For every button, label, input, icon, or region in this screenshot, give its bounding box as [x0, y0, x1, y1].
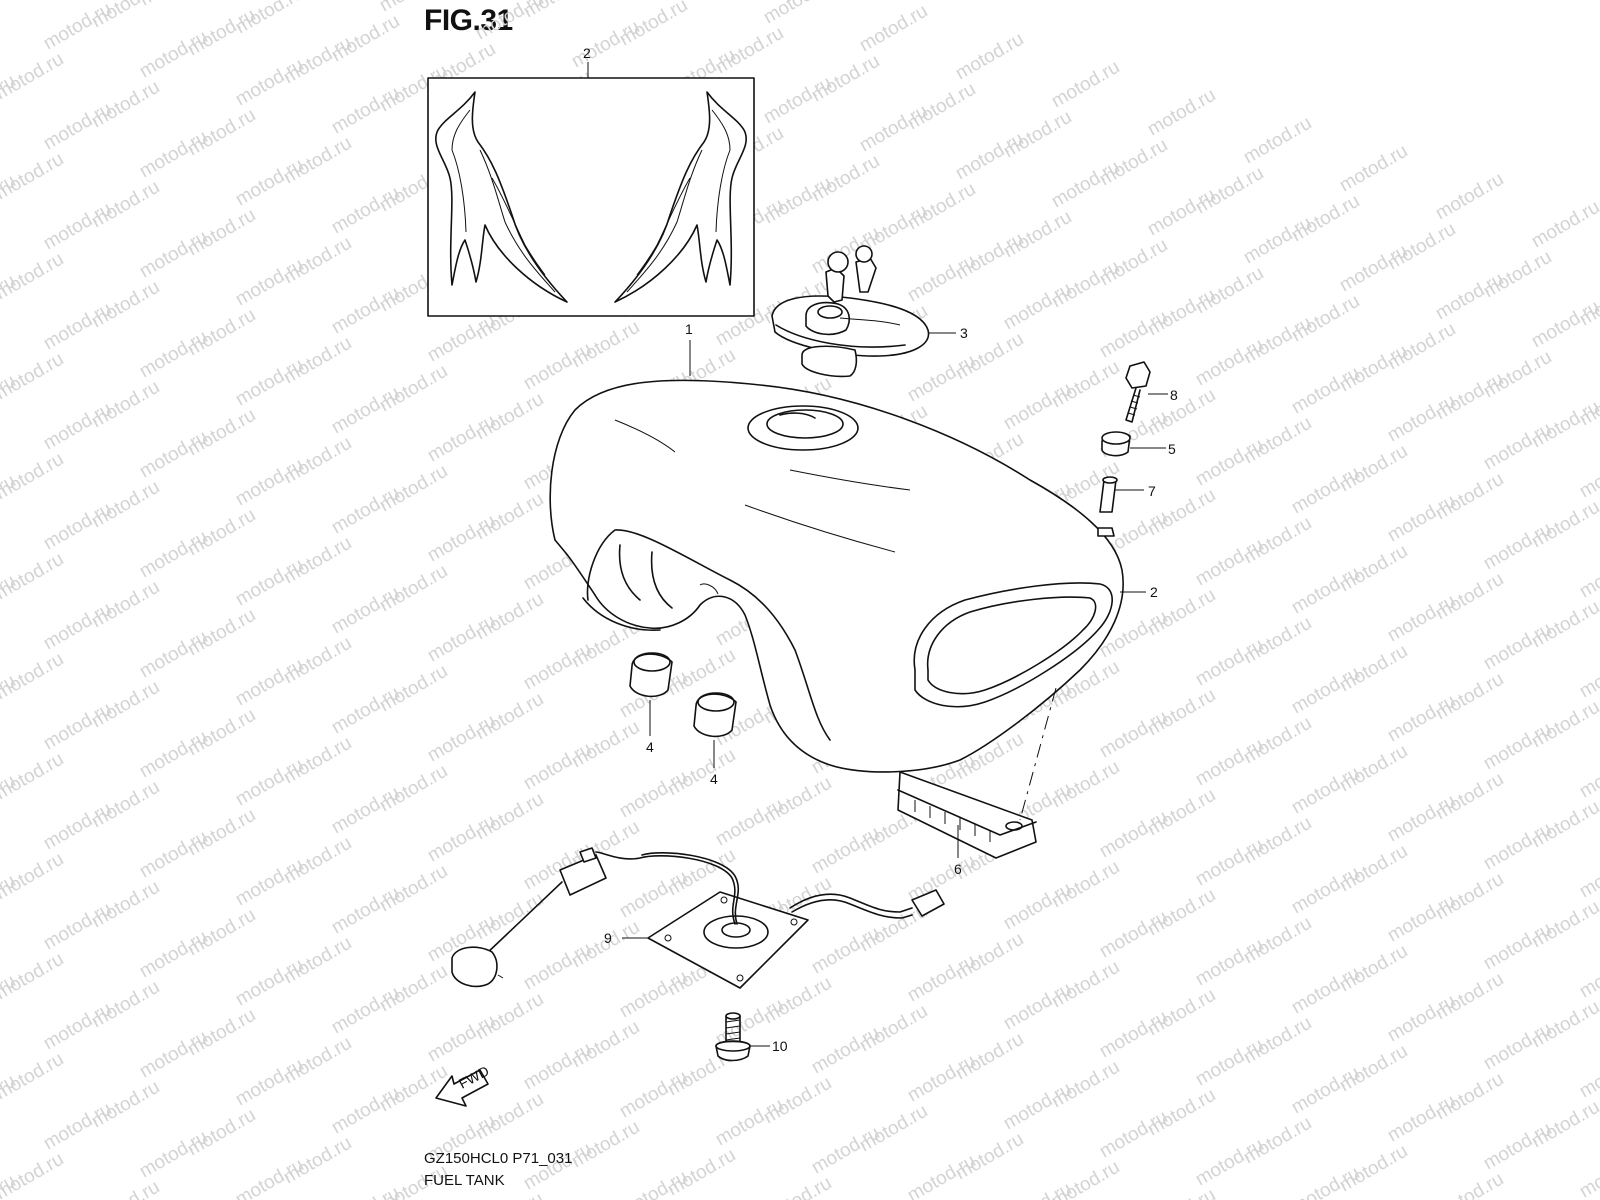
bolt-part[interactable]	[1125, 361, 1151, 423]
fuel-sender-part[interactable]	[451, 847, 945, 989]
figure-title: FIG.31	[424, 4, 513, 37]
watermark-text: motod.ru	[904, 1151, 979, 1200]
watermark-text: motod.ru	[760, 0, 835, 28]
callout-decal-set: 2	[583, 45, 591, 61]
watermark-text: motod.ru	[1528, 197, 1600, 253]
watermark-text: motod.ru	[1144, 1185, 1219, 1200]
watermark-text: motod.ru	[0, 0, 67, 4]
spacer-part[interactable]	[1099, 476, 1118, 513]
rear-cushion-part[interactable]	[897, 771, 1037, 859]
watermark-text: motod.ru	[1576, 847, 1600, 903]
watermark-text: motod.ru	[88, 1177, 163, 1200]
watermark-text: motod.ru	[1288, 1163, 1363, 1200]
callout-fuel-tank: 1	[685, 321, 693, 337]
callout-rear-cushion: 6	[954, 861, 962, 877]
watermark-text: motod.ru	[1576, 647, 1600, 703]
watermark-text: motod.ru	[952, 29, 1027, 85]
watermark-text: motod.ru	[328, 1183, 403, 1200]
watermark-text: motod.ru	[1576, 547, 1600, 603]
watermark-text: motod.ru	[1576, 747, 1600, 803]
watermark-text: motod.ru	[1432, 169, 1507, 225]
callout-cushion-left: 4	[646, 739, 654, 755]
callout-fuel-cap: 3	[960, 325, 968, 341]
cushion-part[interactable]	[1101, 431, 1131, 457]
watermark-text: motod.ru	[1576, 1147, 1600, 1200]
watermark-text: motod.ru	[1000, 1179, 1075, 1200]
watermark-text: motod.ru	[1336, 141, 1411, 197]
callout-sender-bolt: 10	[772, 1038, 788, 1054]
callout-emblem: 2	[1150, 584, 1158, 600]
fuel-cap-part[interactable]	[771, 245, 930, 378]
watermark-text: motod.ru	[1576, 447, 1600, 503]
watermark-text: motod.ru	[760, 1173, 835, 1200]
watermark-text: motod.ru	[1576, 947, 1600, 1003]
cushion-left-part[interactable]	[629, 652, 673, 698]
alignment-line	[1019, 687, 1057, 821]
watermark-text: motod.ru	[1240, 113, 1315, 169]
watermark-text: motod.ru	[472, 1189, 547, 1200]
callout-cushion-right: 4	[710, 771, 718, 787]
watermark-text: motod.ru	[856, 1, 931, 57]
callout-layer: 2 1 3 8 5 7 2 4 4 6 9 10	[428, 45, 1178, 1054]
cushion-right-part[interactable]	[693, 692, 737, 738]
watermark-text: motod.ru	[1432, 1169, 1507, 1200]
watermark-text: motod.ru	[472, 0, 547, 44]
sender-bolt-part[interactable]	[715, 1012, 751, 1062]
callout-bolt: 8	[1170, 387, 1178, 403]
watermark-text: motod.ru	[1144, 85, 1219, 141]
watermark-text: motod.ru	[1048, 57, 1123, 113]
fuel-tank-part[interactable]	[549, 379, 1124, 773]
callout-spacer: 7	[1148, 483, 1156, 499]
figure-name-label: FUEL TANK	[424, 1172, 505, 1189]
callout-cushion: 5	[1168, 441, 1176, 457]
watermark-text: motod.ru	[232, 1155, 307, 1200]
decal-set-box[interactable]	[427, 77, 755, 317]
watermark-text: motod.ru	[1576, 1047, 1600, 1103]
callout-fuel-sender: 9	[604, 930, 612, 946]
model-code-label: GZ150HCL0 P71_031	[424, 1150, 573, 1167]
